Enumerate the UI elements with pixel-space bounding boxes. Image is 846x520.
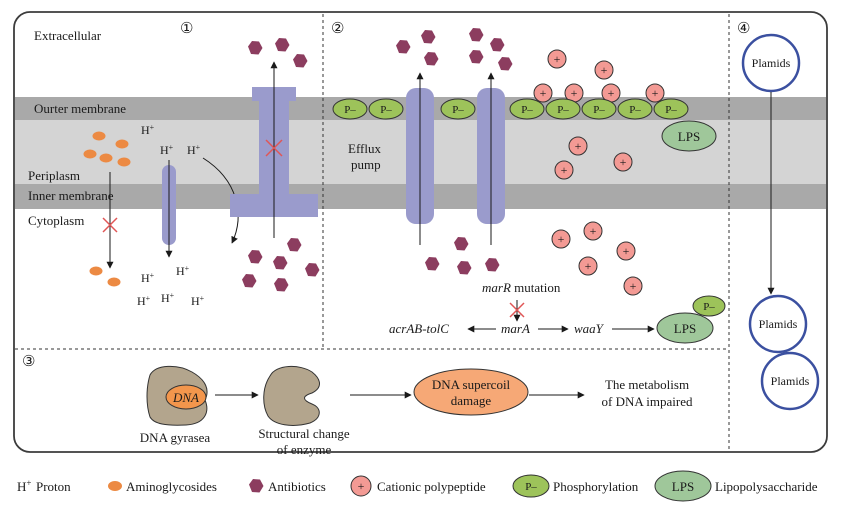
proton-label: H+: [176, 264, 190, 278]
svg-text:+: +: [590, 224, 597, 238]
mara-label: marA: [501, 321, 530, 336]
svg-text:+: +: [554, 52, 561, 66]
lps-modified: LPS P–: [656, 295, 726, 344]
proton-labels: H+ H+ H+ H+ H+ H+ H+ H+: [137, 123, 205, 308]
svg-text:+: +: [620, 155, 627, 169]
phospho-left-group: P– P– P–: [332, 98, 476, 120]
proton-label: H+: [161, 291, 175, 305]
svg-text:+: +: [601, 63, 608, 77]
cationic-peptides-extracellular: + + + + + +: [533, 49, 665, 103]
efflux-pump-label: Efflux: [348, 141, 381, 156]
dna-supercoil-damage: [413, 368, 529, 416]
svg-text:P–: P–: [557, 104, 569, 116]
proton-label: H+: [191, 294, 205, 308]
legend-proton: Proton: [36, 479, 71, 494]
phospho-chain-right: P– P– P– P– P–: [509, 98, 689, 120]
legend-proton-symbol: H+: [17, 478, 31, 494]
legend-antibiotics: Antibiotics: [268, 479, 326, 494]
dna-label: DNA: [172, 390, 199, 405]
dna-in-gyrase: [165, 384, 207, 410]
legend-lps-icon: [654, 470, 712, 502]
waay-label: waaY: [574, 321, 605, 336]
svg-text:P–: P–: [521, 104, 533, 116]
svg-text:+: +: [608, 86, 615, 100]
panel-number-2: ②: [331, 21, 344, 37]
proton-label: H+: [141, 123, 155, 137]
panel-number-4: ④: [737, 21, 750, 37]
label-periplasm: Periplasm: [28, 168, 80, 183]
proton-label: H+: [187, 143, 201, 157]
blocked-cross-3: [509, 302, 525, 318]
svg-text:LPS: LPS: [678, 129, 700, 144]
svg-text:P–: P–: [344, 104, 356, 116]
legend-lps: Lipopolysaccharide: [715, 479, 818, 494]
structural-change-label: Structural change: [258, 426, 350, 441]
acrab-tolc-label: acrAB-tolC: [389, 321, 449, 336]
panel-number-3: ③: [22, 354, 35, 370]
legend-cationic: Cationic polypeptide: [377, 479, 486, 494]
plasmid-3: [760, 351, 820, 411]
lps-membrane: LPS: [661, 120, 717, 152]
cationic-peptides-periplasm: + + +: [554, 136, 633, 180]
blocked-cross-2: [265, 139, 283, 157]
panel-number-1: ①: [180, 21, 193, 37]
changed-enzyme: [263, 366, 320, 426]
proton-label: H+: [137, 294, 151, 308]
svg-text:P–: P–: [629, 104, 641, 116]
svg-text:+: +: [652, 86, 659, 100]
label-cytoplasm: Cytoplasm: [28, 213, 84, 228]
proton-label: H+: [141, 271, 155, 285]
svg-text:LPS: LPS: [672, 479, 694, 494]
aminoglycoside-cluster-periplasm: [83, 131, 131, 167]
plasmid-label-3: Plamids: [771, 374, 810, 388]
svg-text:+: +: [358, 479, 365, 493]
legend-aminoglycoside-icon: [108, 481, 122, 491]
svg-text:P–: P–: [525, 481, 537, 493]
metabolism-label-2: of DNA impaired: [602, 394, 693, 409]
legend-phospho-icon: [512, 474, 550, 498]
legend-cation-icon: [350, 475, 372, 497]
plasmid-1: [741, 33, 801, 93]
plasmid-label-2: Plamids: [759, 317, 798, 331]
svg-text:P–: P–: [452, 104, 464, 116]
plasmid-2: [748, 294, 808, 354]
svg-text:P–: P–: [665, 104, 677, 116]
svg-text:+: +: [561, 163, 568, 177]
svg-text:LPS: LPS: [674, 321, 696, 336]
legend-antibiotic-icon: [249, 479, 264, 493]
metabolism-label: The metabolism: [605, 377, 689, 392]
svg-text:+: +: [571, 86, 578, 100]
svg-text:+: +: [585, 259, 592, 273]
label-inner-membrane: Inner membrane: [28, 188, 114, 203]
svg-text:P–: P–: [703, 301, 715, 313]
plasmid-label-1: Plamids: [752, 56, 791, 70]
label-outer-membrane: Ourter membrane: [34, 101, 126, 116]
svg-text:+: +: [575, 139, 582, 153]
cationic-peptides-cytoplasm: + + + + +: [551, 221, 643, 296]
svg-text:+: +: [623, 244, 630, 258]
efflux-pump-label-2: pump: [351, 157, 381, 172]
dna-gyrase-label: DNA gyrasea: [140, 430, 211, 445]
svg-text:+: +: [540, 86, 547, 100]
damage-label-2: damage: [451, 393, 492, 408]
legend-phosphorylation: Phosphorylation: [553, 479, 639, 494]
aminoglycoside-cluster-cytoplasm: [89, 266, 121, 287]
legend: H+ Proton Aminoglycosides Antibiotics + …: [17, 470, 818, 502]
svg-text:P–: P–: [380, 104, 392, 116]
blocked-cross-1: [102, 217, 118, 233]
svg-text:P–: P–: [593, 104, 605, 116]
svg-text:+: +: [558, 232, 565, 246]
proton-label: H+: [160, 143, 174, 157]
structural-change-label-2: of enzyme: [277, 442, 332, 457]
svg-text:+: +: [630, 279, 637, 293]
label-extracellular: Extracellular: [34, 28, 102, 43]
legend-aminoglycosides: Aminoglycosides: [126, 479, 217, 494]
damage-label: DNA supercoil: [432, 377, 511, 392]
marr-mutation-label: marR mutation: [482, 280, 561, 295]
